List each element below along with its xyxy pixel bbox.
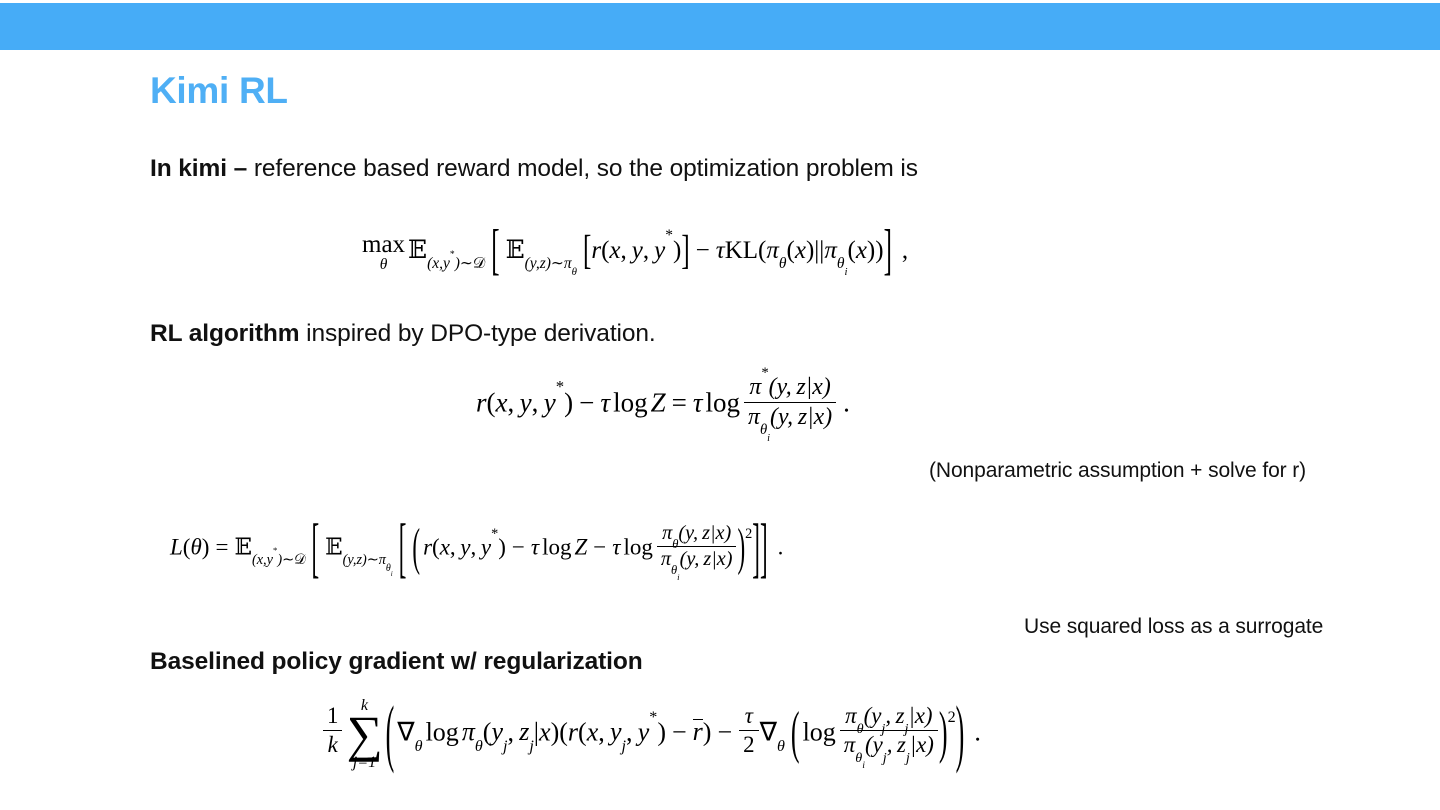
equation1-trailing-comma: , xyxy=(901,236,909,264)
rl-line-lead: RL algorithm xyxy=(150,320,300,347)
kimi-description-line: In kimi – reference based reward model, … xyxy=(150,155,918,183)
pg-exponent: 2 xyxy=(947,708,956,726)
top-accent-bar xyxy=(0,3,1440,50)
equation-squared-surrogate-loss: L(θ)=𝔼(x,y*)∼𝒟[𝔼(y,z)∼πθi[(r(x, y, y*)−τ… xyxy=(170,511,784,585)
policy-ratio-fraction: π*(y, z|x)πθi(y, z|x) xyxy=(744,366,837,443)
equation4-trailing-period: . xyxy=(974,717,981,747)
annotation-surrogate: Use squared loss as a surrogate xyxy=(1024,615,1324,638)
rl-line-rest: inspired by DPO-type derivation. xyxy=(299,320,656,347)
baseline-reward-symbol: r xyxy=(692,717,703,747)
rl-algorithm-line: RL algorithm inspired by DPO-type deriva… xyxy=(150,320,656,348)
equation3-trailing-period: . xyxy=(777,534,784,560)
annotation-nonparametric: (Nonparametric assumption + solve for r) xyxy=(929,459,1307,482)
loss-exponent: 2 xyxy=(745,526,753,542)
summation-operator: k∑j=1 xyxy=(346,697,383,771)
expectation-symbol-outer: 𝔼 xyxy=(408,234,428,264)
kimi-line-rest: reference based reward model, so the opt… xyxy=(247,155,918,182)
page-title: Kimi RL xyxy=(150,70,288,111)
equation2-trailing-period: . xyxy=(843,387,850,418)
kimi-line-lead: In kimi – xyxy=(150,155,248,182)
baselined-policy-gradient-heading: Baselined policy gradient w/ regularizat… xyxy=(150,648,643,675)
expectation-symbol-inner: 𝔼 xyxy=(505,234,525,264)
